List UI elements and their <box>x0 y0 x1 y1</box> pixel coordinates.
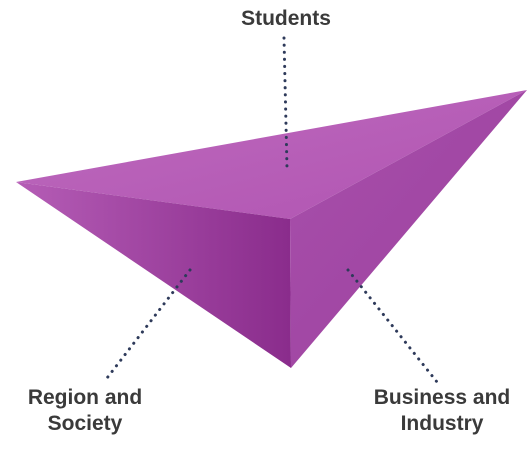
students-leader-line <box>282 36 289 170</box>
pyramid-left-face <box>16 182 291 368</box>
business-label-line1: Business and <box>373 386 511 409</box>
students-label-text: Students <box>241 7 331 30</box>
pyramid-top-face <box>16 90 527 219</box>
students-label: Students <box>216 6 356 32</box>
region-and-society-label: Region and Society <box>0 385 170 437</box>
business-and-industry-label: Business and Industry <box>352 385 531 437</box>
pyramid-right-face <box>290 90 527 368</box>
region-label-line1: Region and <box>27 386 143 409</box>
region-leader-line <box>102 268 192 384</box>
region-label-line2: Society <box>47 412 123 435</box>
business-label-line2: Industry <box>400 412 484 435</box>
business-leader-line <box>346 268 439 384</box>
